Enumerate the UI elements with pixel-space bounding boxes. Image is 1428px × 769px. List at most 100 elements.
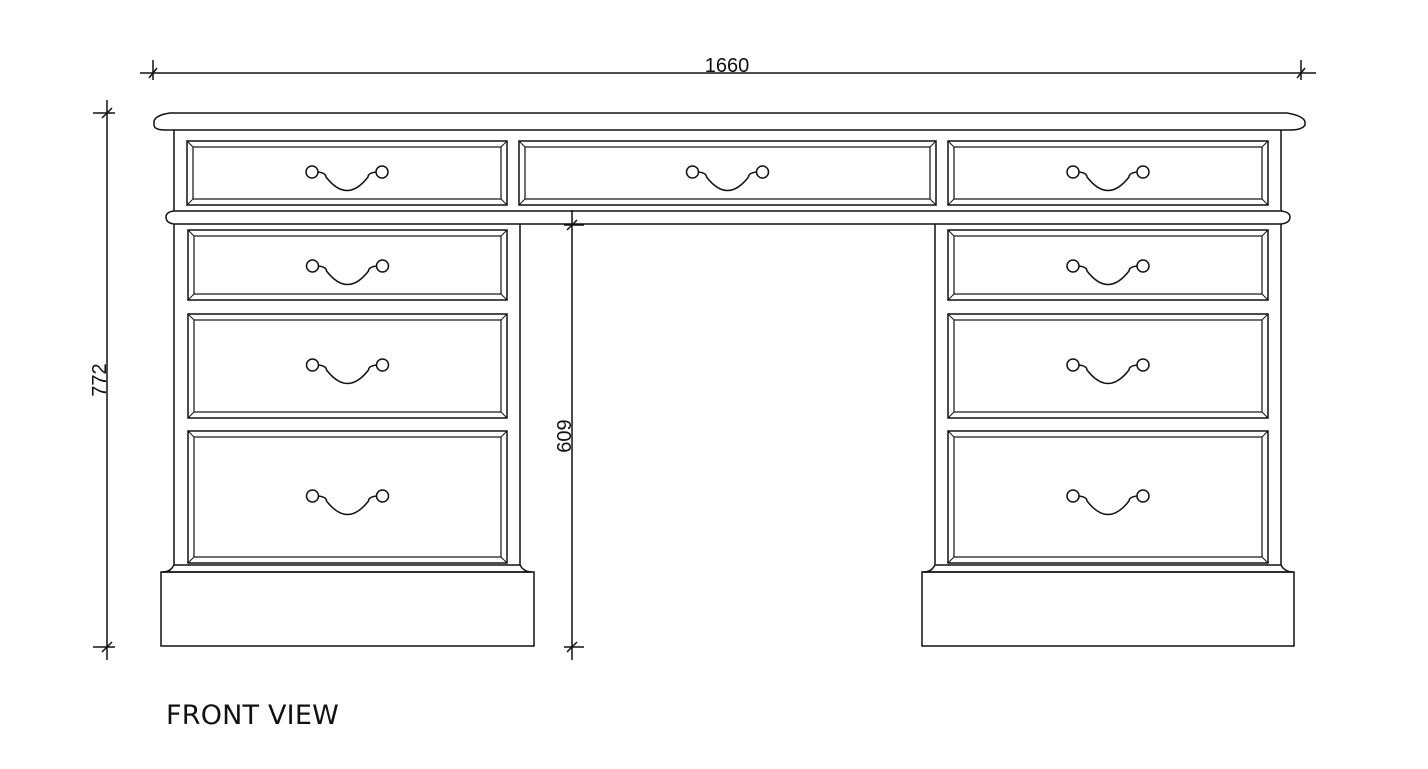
top-drawer-right-bevel-0 [947,140,955,148]
desk-top-slab [153,112,1306,131]
top-drawer-right-front [947,140,1269,206]
height-dimension: 772 [89,100,115,660]
right-drawer-1[interactable] [947,229,1269,301]
right-drawer-3-front [947,430,1269,564]
left-drawer-2[interactable] [187,313,508,419]
right-drawer-1-bevel-1 [1261,229,1269,237]
right-drawer-3-handle-bail [1078,495,1138,516]
top-drawer-center-panel [524,146,931,200]
left-drawer-3-bevel-1 [500,430,508,438]
top-drawer-right-handle-icon[interactable] [1066,165,1150,192]
right-drawer-2-handle-right-boss [1136,358,1150,372]
right-drawer-3-panel [953,436,1263,558]
left-drawer-2-bevel-3 [500,411,508,419]
right-drawer-1-handle-right-boss [1136,259,1150,273]
top-drawer-right[interactable] [947,140,1269,206]
left-drawer-1-panel [193,235,502,295]
frame-moulding [165,210,1291,225]
left-drawer-1-handle-icon[interactable] [305,259,390,286]
right-drawer-1-front [947,229,1269,301]
left-drawer-1-handle-right-boss [375,259,390,273]
left-drawer-2-handle-left-boss [305,358,320,372]
top-drawer-left-bevel-2 [186,198,194,206]
right-drawer-1-handle-icon[interactable] [1066,259,1150,286]
top-drawer-left-panel [192,146,502,200]
right-drawer-2-bevel-0 [947,313,955,321]
top-drawer-left-bevel-0 [186,140,194,148]
top-drawer-center-handle-bail [698,171,757,192]
left-drawer-3-bevel-2 [187,556,195,564]
right-drawer-1-bevel-3 [1261,293,1269,301]
right-drawer-1-bevel-2 [947,293,955,301]
right-drawer-3-handle-right-boss [1136,489,1150,503]
left-drawer-1-bevel-1 [500,229,508,237]
top-drawer-right-handle-bail [1078,171,1138,192]
top-drawer-center-handle-icon[interactable] [685,165,770,192]
width-dimension-label: 1660 [705,55,750,77]
top-drawer-center[interactable] [518,140,937,206]
top-drawer-center-handle-right-boss [755,165,770,179]
left-drawer-1[interactable] [187,229,508,301]
right-drawer-3-handle-icon[interactable] [1066,489,1150,516]
right-drawer-2-front [947,313,1269,419]
left-drawer-3-bevel-0 [187,430,195,438]
knee-height-dimension: 609 [554,210,584,660]
top-drawer-center-bevel-0 [518,140,526,148]
left-drawer-1-handle-left-boss [305,259,320,273]
top-drawer-center-handle-left-boss [685,165,700,179]
top-drawer-right-handle-left-boss [1066,165,1080,179]
left-drawer-3-front [187,430,508,564]
left-drawer-2-handle-right-boss [375,358,390,372]
right-drawer-3-bevel-1 [1261,430,1269,438]
right-drawer-3-bevel-2 [947,556,955,564]
right-drawer-2-bevel-1 [1261,313,1269,321]
right-drawer-1-handle-bail [1078,265,1138,286]
left-drawer-3-handle-icon[interactable] [305,489,390,516]
top-drawer-left-handle-bail [317,171,377,192]
left-drawer-3-handle-left-boss [305,489,320,503]
right-drawer-2-bevel-3 [1261,411,1269,419]
height-dimension-label: 772 [89,363,111,396]
left-drawer-2-bevel-2 [187,411,195,419]
view-label: FRONT VIEW [166,700,340,731]
right-drawer-2-panel [953,319,1263,413]
left-drawer-1-bevel-0 [187,229,195,237]
top-drawer-left-handle-icon[interactable] [305,165,389,192]
left-drawer-3-handle-bail [318,495,377,516]
left-drawer-1-handle-bail [318,265,377,286]
right-drawer-3[interactable] [947,430,1269,564]
drawers [186,140,1269,564]
left-drawer-2-handle-icon[interactable] [305,358,390,385]
right-drawer-3-handle-left-boss [1066,489,1080,503]
left-plinth [160,571,535,647]
top-drawer-left-handle-right-boss [375,165,389,179]
right-drawer-2-bevel-2 [947,411,955,419]
top-drawer-left-bevel-1 [500,140,508,148]
top-drawer-left[interactable] [186,140,508,206]
left-drawer-1-bevel-2 [187,293,195,301]
right-drawer-1-handle-left-boss [1066,259,1080,273]
top-drawer-left-handle-left-boss [305,165,319,179]
left-drawer-3-panel [193,436,502,558]
right-plinth [921,571,1295,647]
left-drawer-3-handle-right-boss [375,489,390,503]
right-drawer-2[interactable] [947,313,1269,419]
left-drawer-2-bevel-1 [500,313,508,321]
width-dimension: 1660 [140,55,1316,80]
top-drawer-center-bevel-3 [929,198,937,206]
top-drawer-left-bevel-3 [500,198,508,206]
right-drawer-1-panel [953,235,1263,295]
left-drawer-2-bevel-0 [187,313,195,321]
top-drawer-center-front [518,140,937,206]
top-drawer-right-bevel-3 [1261,198,1269,206]
right-drawer-1-bevel-0 [947,229,955,237]
left-drawer-3-bevel-3 [500,556,508,564]
right-drawer-2-handle-bail [1078,364,1138,385]
top-drawer-right-bevel-2 [947,198,955,206]
right-drawer-2-handle-icon[interactable] [1066,358,1150,385]
left-drawer-3[interactable] [187,430,508,564]
knee-height-dimension-label: 609 [554,419,576,452]
right-plinth-cap [922,564,1294,573]
left-drawer-2-handle-bail [318,364,377,385]
